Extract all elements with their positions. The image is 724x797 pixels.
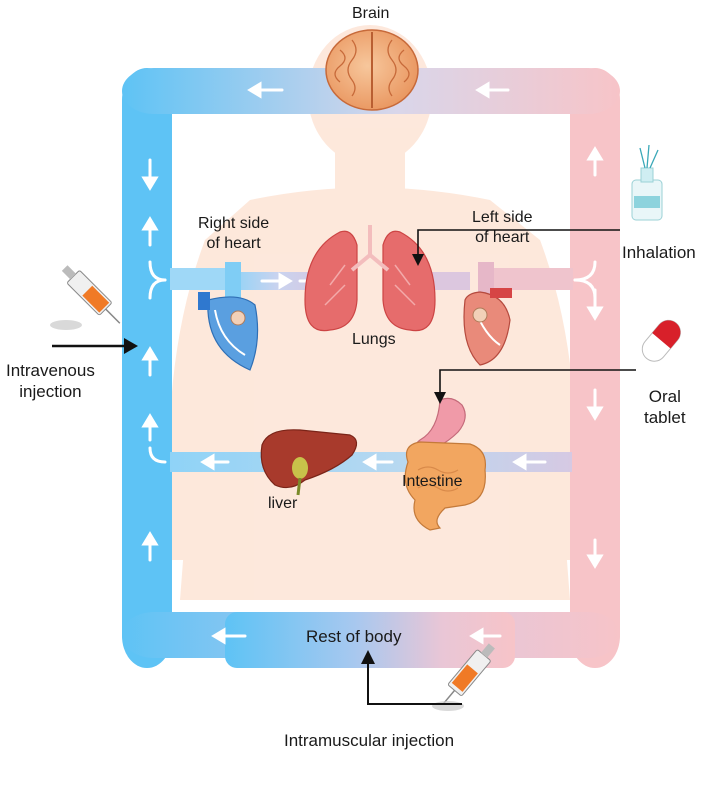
right-heart-label: Right side of heart xyxy=(198,215,270,252)
left-heart-icon xyxy=(463,288,512,366)
intravenous-label: Intravenous injection xyxy=(6,361,95,402)
syringe-iv-icon xyxy=(61,265,121,324)
lungs-label: Lungs xyxy=(352,331,396,348)
intramuscular-label: Intramuscular injection xyxy=(284,731,455,750)
syringe-im-icon xyxy=(442,643,495,705)
flow-arrows xyxy=(141,81,604,645)
brain-label: Brain xyxy=(352,5,390,22)
oral-tablet-label: Oral tablet xyxy=(644,387,686,428)
rest-of-body-label: Rest of body xyxy=(306,627,402,646)
liver-label: liver xyxy=(268,495,298,512)
right-heart-icon xyxy=(198,292,259,371)
inhalation-label: Inhalation xyxy=(622,243,696,262)
intestine-label: Intestine xyxy=(402,473,463,490)
left-heart-label: Left side of heart xyxy=(472,209,533,246)
inhaler-icon xyxy=(631,144,663,221)
liver-icon xyxy=(260,429,358,496)
brain-icon xyxy=(325,29,419,111)
intestine-icon xyxy=(404,397,487,531)
tablet-icon xyxy=(641,319,681,362)
route-arrows xyxy=(52,229,636,705)
